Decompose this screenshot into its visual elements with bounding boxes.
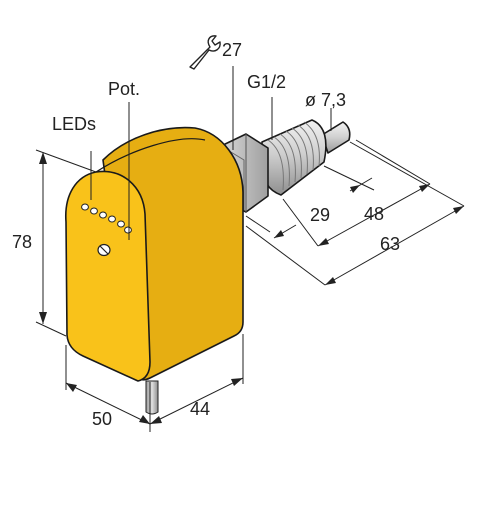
led-indicator xyxy=(124,226,132,234)
dimension-63 xyxy=(245,141,465,286)
led-indicator xyxy=(90,207,98,215)
yellow-housing xyxy=(65,126,244,382)
led-indicator xyxy=(81,203,89,211)
label-29: 29 xyxy=(310,205,330,225)
led-indicator xyxy=(99,211,107,219)
label-width: 50 xyxy=(92,409,112,429)
dimension-depth xyxy=(149,334,244,425)
label-48: 48 xyxy=(364,204,384,224)
dimension-29 xyxy=(245,165,375,239)
potentiometer xyxy=(97,243,111,257)
label-pot: Pot. xyxy=(108,79,140,99)
cable xyxy=(145,380,159,415)
probe xyxy=(321,121,351,154)
label-leds: LEDs xyxy=(52,114,96,134)
label-depth: 44 xyxy=(190,399,210,419)
led-indicator xyxy=(117,220,125,228)
led-indicator xyxy=(108,215,116,223)
dimension-48 xyxy=(282,139,431,247)
wrench-icon xyxy=(189,35,221,70)
label-height: 78 xyxy=(12,232,32,252)
dimension-height xyxy=(35,149,97,337)
leader-lines xyxy=(90,66,332,240)
led-row xyxy=(81,203,132,234)
label-thread: G1/2 xyxy=(247,72,286,92)
label-diameter: ø 7,3 xyxy=(305,90,346,110)
dimension-width xyxy=(65,345,151,432)
label-wrench-size: 27 xyxy=(222,40,242,60)
label-63: 63 xyxy=(380,234,400,254)
